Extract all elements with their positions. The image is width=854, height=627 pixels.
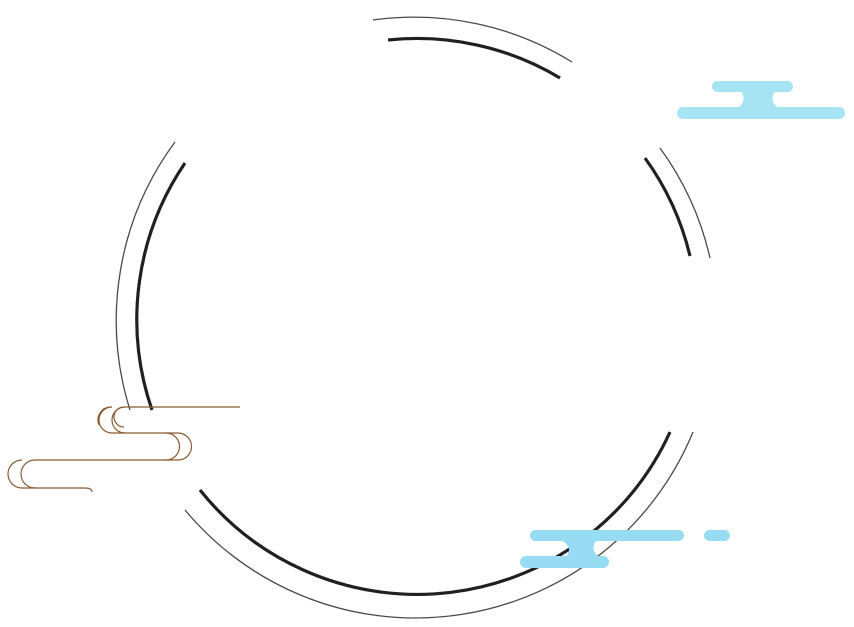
ring-outer-thin	[115, 16, 711, 619]
cloud-brown-outline	[7, 406, 240, 493]
outer-arc-right	[659, 147, 711, 259]
cloud-blue-bottom	[520, 530, 730, 568]
outer-arc-top	[372, 16, 573, 63]
outer-arc-bottom	[184, 431, 694, 619]
ring-inner-thick	[135, 36, 692, 597]
inner-arc-right	[643, 157, 692, 257]
inner-arc-bottom	[198, 431, 672, 597]
inner-arc-top	[387, 36, 561, 80]
cloud-blue-top	[677, 81, 845, 119]
inner-arc-left	[135, 162, 187, 411]
outer-arc-left	[115, 141, 176, 411]
